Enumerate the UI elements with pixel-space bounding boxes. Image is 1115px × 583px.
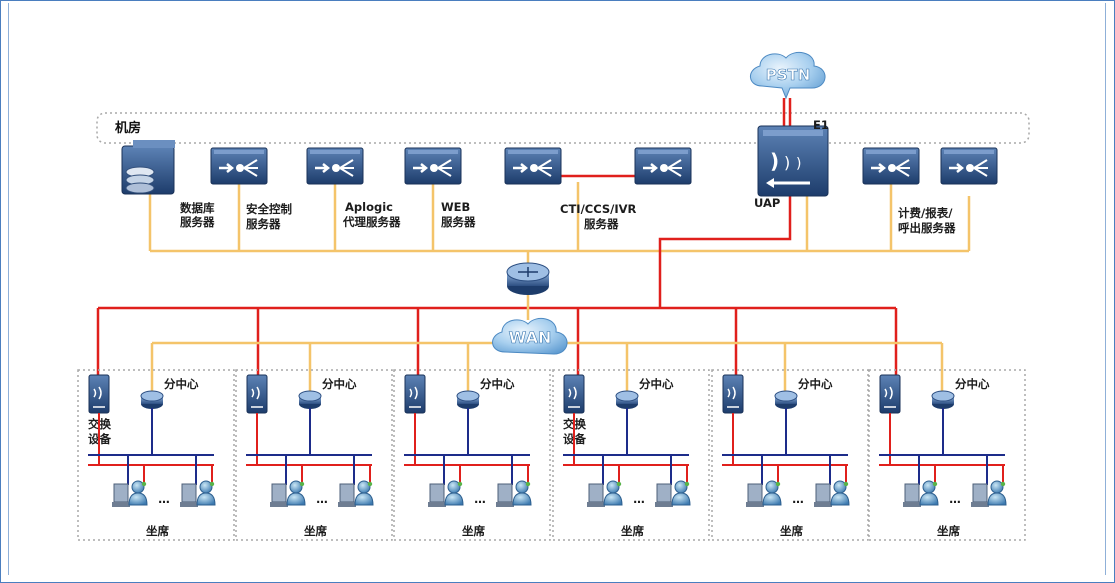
branch-region [868, 369, 1026, 541]
database-server-icon [121, 140, 175, 195]
agents-label: 坐席 [304, 524, 327, 538]
server-label-line2: 服务器 [180, 215, 215, 229]
branch-label: 分中心 [480, 377, 515, 391]
agent-workstation-icon [655, 480, 691, 507]
branch-region [393, 369, 551, 541]
branch-center: 分中心交换设备…坐席 [552, 369, 710, 541]
branch-label: 分中心 [639, 377, 674, 391]
server-label-line1: WEB [441, 200, 470, 214]
core-router-icon [506, 262, 550, 295]
agents-ellipsis: … [158, 492, 170, 506]
report-outbound-server-icon [940, 147, 998, 185]
agents-ellipsis: … [633, 492, 645, 506]
uap-label: UAP [754, 196, 780, 210]
cti-server-icon [504, 147, 562, 185]
server-label-line1: CTI/CCS/IVR [560, 202, 637, 216]
agent-workstation-icon [112, 480, 148, 507]
agents-ellipsis: … [949, 492, 961, 506]
agents-label: 坐席 [462, 524, 485, 538]
wan-label: WAN [509, 328, 552, 347]
exchange-device-icon [246, 374, 268, 414]
branch-center: 分中心交换设备…坐席 [77, 369, 235, 541]
agents-ellipsis: … [792, 492, 804, 506]
branch-region [77, 369, 235, 541]
agent-workstation-icon [746, 480, 782, 507]
server-label-line2: 服务器 [441, 215, 476, 229]
exchange-device-icon [722, 374, 744, 414]
branch-label: 分中心 [322, 377, 357, 391]
security-control-server-icon [210, 147, 268, 185]
uap-device-icon: ) ) ) [757, 125, 829, 197]
branch-router-icon [931, 390, 955, 409]
frame-inner-border [8, 3, 1106, 575]
server-label-line1: 安全控制 [246, 202, 292, 216]
agents-label: 坐席 [937, 524, 960, 538]
agent-workstation-icon [270, 480, 306, 507]
machine-room-region [96, 112, 1030, 144]
web-server-icon [404, 147, 462, 185]
svg-text:): ) [796, 156, 801, 172]
ccs-ivr-server-icon [634, 147, 692, 185]
branch-router-icon [774, 390, 798, 409]
agent-workstation-icon [338, 480, 374, 507]
agents-ellipsis: … [316, 492, 328, 506]
billing-server-icon [862, 147, 920, 185]
agent-workstation-icon [587, 480, 623, 507]
e1-label: E1 [813, 118, 829, 132]
aplogic-proxy-server-icon [306, 147, 364, 185]
branch-router-icon [298, 390, 322, 409]
agent-workstation-icon [428, 480, 464, 507]
svg-text:): ) [784, 153, 790, 172]
branch-label: 分中心 [798, 377, 833, 391]
pstn-label: PSTN [766, 66, 811, 84]
exchange-device-icon [879, 374, 901, 414]
exchange-device-icon [88, 374, 110, 414]
branch-router-icon [140, 390, 164, 409]
svg-text:): ) [770, 149, 779, 173]
server-label-line2: 呼出服务器 [898, 221, 956, 235]
branch-router-icon [456, 390, 480, 409]
server-label-line2: 服务器 [584, 217, 619, 231]
agent-workstation-icon [971, 480, 1007, 507]
agent-workstation-icon [180, 480, 216, 507]
agent-workstation-icon [903, 480, 939, 507]
server-label-line1: Aplogic [345, 200, 393, 214]
server-labels: 数据库 服务器 安全控制 服务器 Aplogic 代理服务器 WEB 服务器 C… [180, 200, 956, 235]
pstn-cloud-icon [750, 51, 826, 100]
server-label-line2: 代理服务器 [342, 215, 401, 229]
agents-label: 坐席 [780, 524, 803, 538]
branch-center: 分中心 … 坐席 [711, 369, 869, 541]
branch-center: 分中心 … 坐席 [235, 369, 393, 541]
branch-center: 分中心 … 坐席 [393, 369, 551, 541]
agent-workstation-icon [496, 480, 532, 507]
branch-router-icon [615, 390, 639, 409]
wan-cloud-icon [492, 317, 568, 355]
server-label-line1: 计费/报表/ [898, 206, 953, 220]
exchange-device-icon [404, 374, 426, 414]
agents-label: 坐席 [146, 524, 169, 538]
branch-region [552, 369, 710, 541]
server-lan [148, 180, 971, 265]
branch-label: 分中心 [164, 377, 199, 391]
exchange-device-icon [563, 374, 585, 414]
agents-ellipsis: … [474, 492, 486, 506]
branch-region [235, 369, 393, 541]
branch-region [711, 369, 869, 541]
agents-label: 坐席 [621, 524, 644, 538]
branch-center: 分中心 … 坐席 [868, 369, 1026, 541]
branch-label: 分中心 [955, 377, 990, 391]
server-label-line1: 数据库 [180, 201, 215, 215]
machine-room-label: 机房 [115, 120, 141, 136]
agent-workstation-icon [814, 480, 850, 507]
server-label-line2: 服务器 [246, 217, 281, 231]
